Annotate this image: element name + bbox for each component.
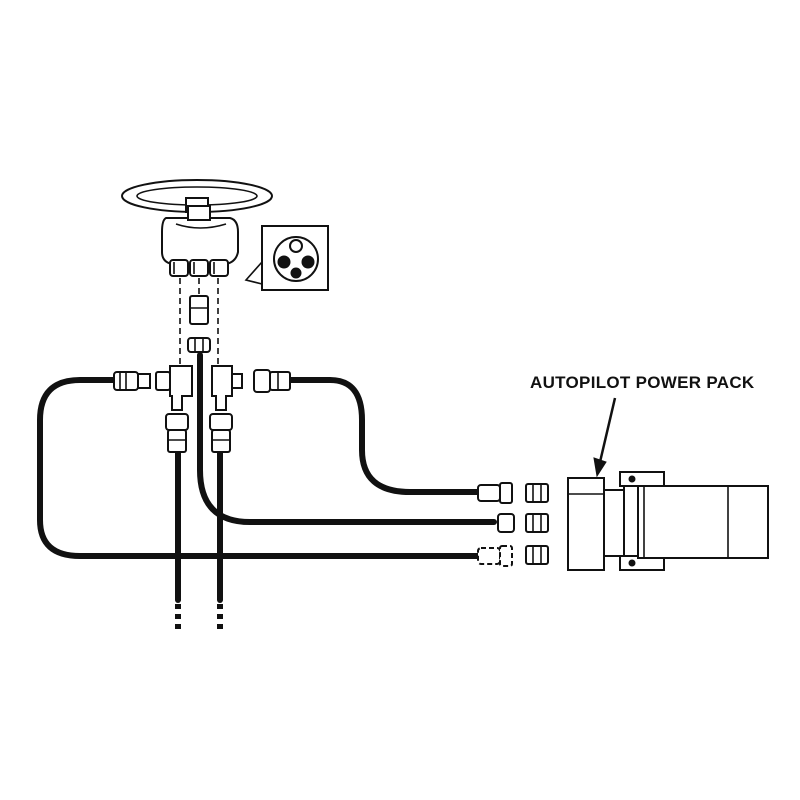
port-detail-inset bbox=[244, 225, 329, 291]
power-pack-callout: AUTOPILOT POWER PACK bbox=[530, 373, 755, 478]
autopilot-power-pack bbox=[567, 471, 769, 571]
power-pack-label: AUTOPILOT POWER PACK bbox=[530, 373, 755, 392]
helm-connection-guides bbox=[179, 278, 219, 365]
left-tee-fitting bbox=[113, 365, 193, 453]
center-fitting bbox=[187, 295, 211, 353]
helm-pump bbox=[161, 205, 239, 277]
right-tee-fitting bbox=[209, 365, 291, 453]
hydraulic-hoses bbox=[37, 352, 497, 630]
power-pack-port-fittings bbox=[477, 482, 549, 567]
